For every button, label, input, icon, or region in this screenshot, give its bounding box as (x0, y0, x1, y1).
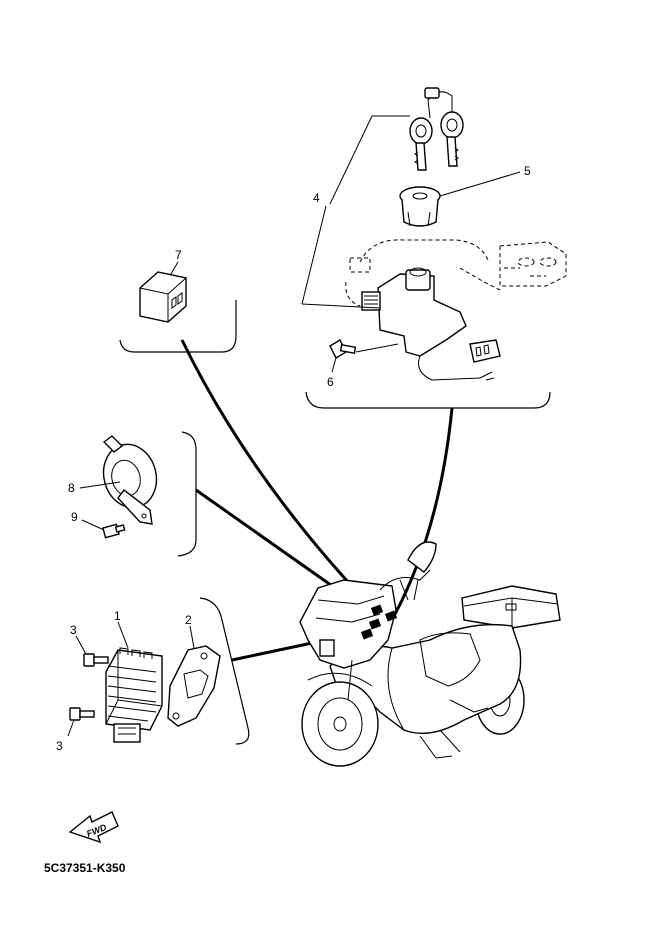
leader-4-top (329, 115, 373, 205)
leader-7 (170, 261, 179, 275)
fwd-arrow-icon: FWD (68, 811, 119, 844)
leader-4-bottom (301, 205, 327, 305)
callout-7: 7 (175, 248, 182, 262)
callout-3-upper: 3 (70, 623, 77, 637)
key-set-part[interactable] (409, 87, 464, 171)
bracket-2-part[interactable] (167, 645, 221, 727)
main-switch-detail-group: 5 4 (301, 87, 567, 409)
horn-part[interactable] (97, 435, 164, 525)
leader-6 (331, 357, 337, 373)
callout-3-lower: 3 (56, 739, 63, 753)
horn-detail-bracket (177, 431, 197, 557)
horn-detail-group: 8 9 (68, 431, 197, 557)
leader-9 (81, 519, 105, 531)
leader-switch-location (392, 407, 454, 617)
callout-4: 4 (313, 191, 320, 205)
main-switch-part[interactable] (361, 267, 501, 381)
callout-1: 1 (114, 609, 121, 623)
rectifier-detail-group: 1 2 3 3 (56, 597, 250, 753)
leader-6-screw (355, 343, 399, 353)
leader-1 (117, 621, 129, 649)
screw-3-upper-part[interactable] (83, 653, 109, 667)
dashed-cable-assembly (345, 239, 567, 307)
screw-6-part[interactable] (329, 339, 357, 359)
screw-9-part[interactable] (102, 523, 126, 539)
leader-5 (439, 171, 521, 197)
leader-3-upper (75, 635, 87, 655)
callout-6: 6 (327, 375, 334, 389)
leader-8 (79, 481, 121, 489)
leader-2 (189, 625, 195, 649)
rectifier-part[interactable] (105, 647, 163, 743)
leader-3-lower (67, 719, 75, 737)
diagram-code: 5C37351-K350 (44, 861, 126, 875)
switch-detail-bracket (305, 391, 551, 409)
relay-detail-bracket (119, 300, 237, 353)
callout-2: 2 (185, 613, 192, 627)
callout-5: 5 (524, 164, 531, 178)
rectifier-detail-bracket (199, 597, 250, 745)
callout-9: 9 (71, 510, 78, 524)
screw-3-lower-part[interactable] (69, 707, 95, 721)
seat-lock-part[interactable] (399, 186, 441, 227)
callout-8: 8 (68, 481, 75, 495)
leader-4-switch (301, 303, 381, 309)
relay-part[interactable] (139, 271, 187, 323)
leader-relay-location (180, 339, 376, 612)
scooter-illustration (299, 541, 561, 767)
relay-detail-group: 7 (119, 248, 237, 353)
